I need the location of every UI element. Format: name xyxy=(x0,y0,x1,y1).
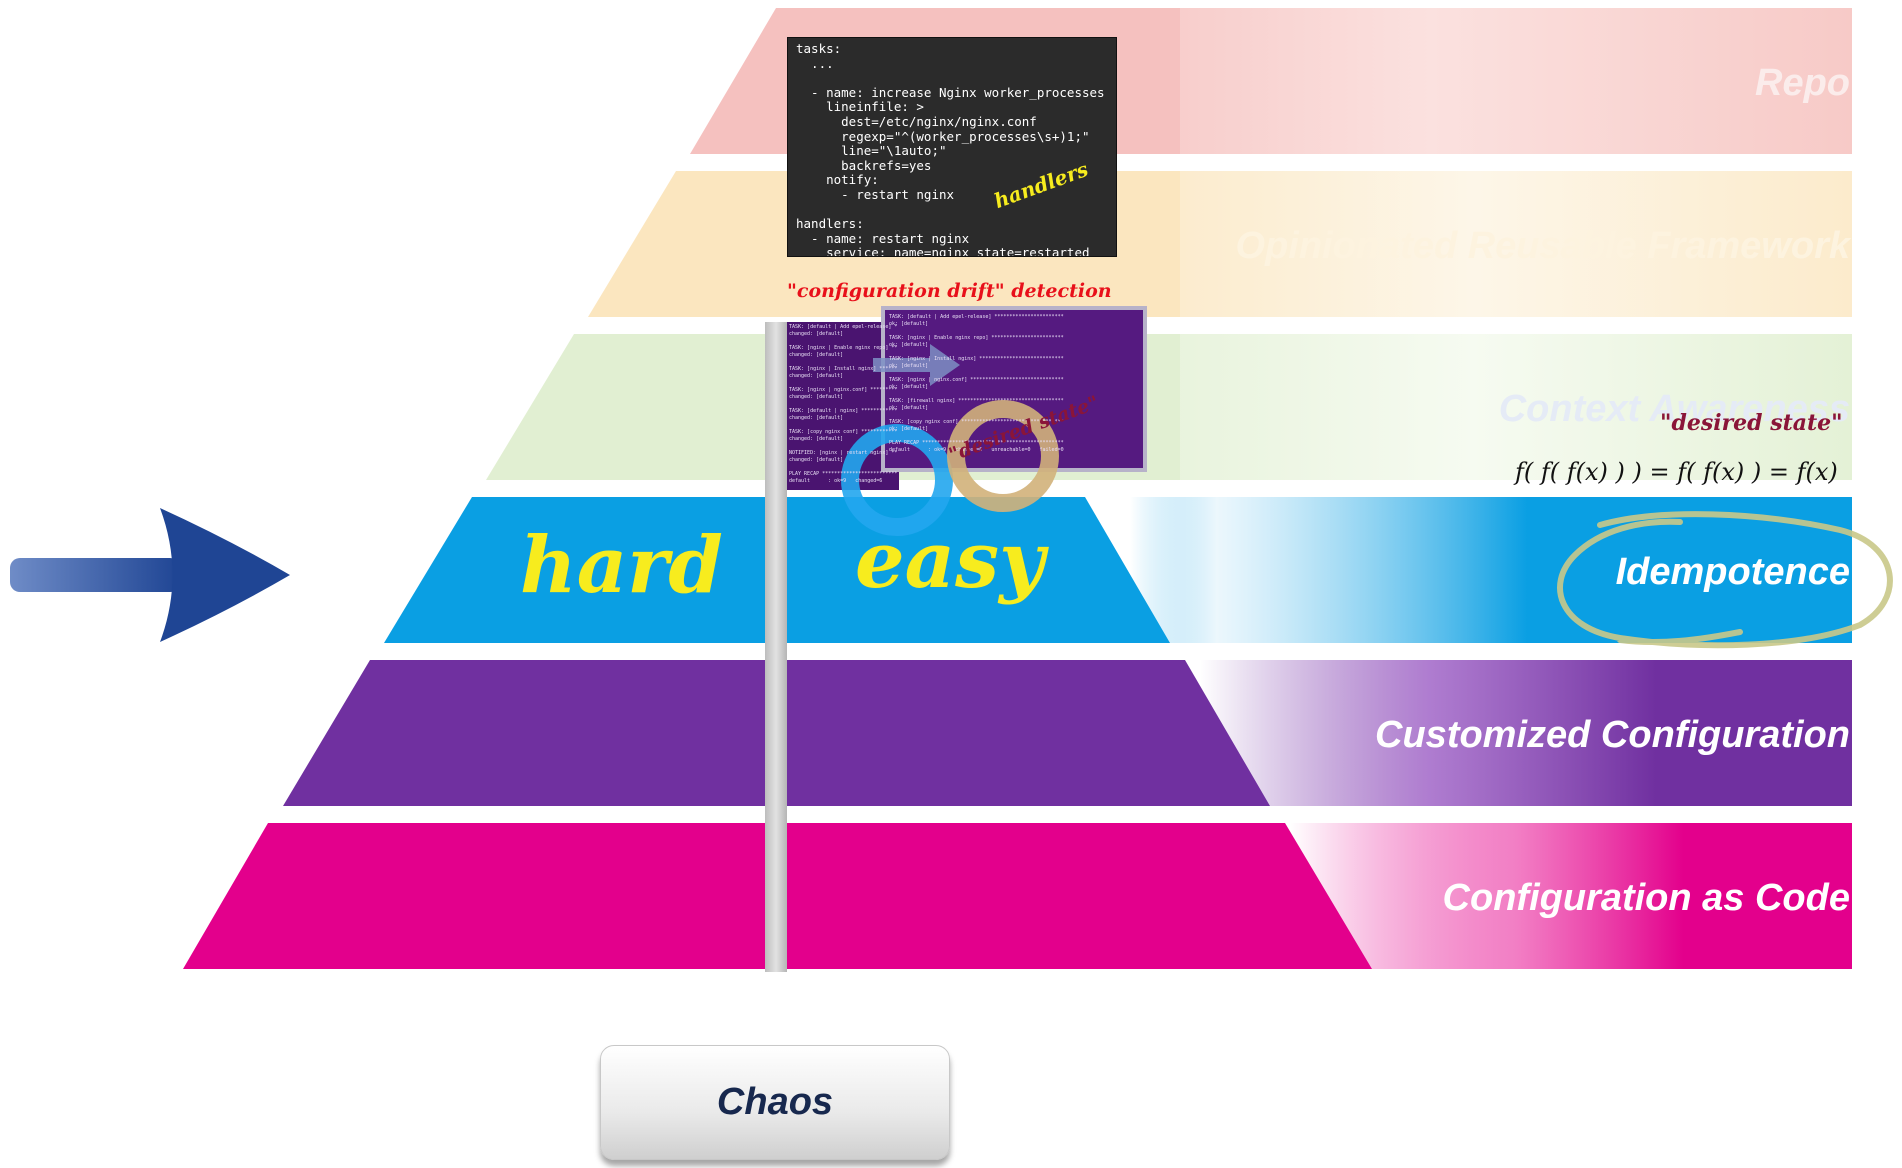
code-line: tasks: xyxy=(796,41,842,56)
terminal-line: NOTIFIED: [nginx | restart nginx] ***** xyxy=(789,450,897,456)
code-snippet: tasks: ... - name: increase Nginx worker… xyxy=(787,37,1117,257)
terminal-line: TASK: [default | Add epel-release] **** xyxy=(789,324,897,330)
code-line: service: name=nginx state=restarted xyxy=(796,245,1090,257)
terminal-line xyxy=(789,401,897,408)
terminal-line: ok: [default] xyxy=(889,405,929,411)
terminal-line: TASK: [nginx | nginx.conf] *************… xyxy=(889,377,1064,383)
terminal-line: changed: [default] xyxy=(789,373,844,379)
arrow-icon xyxy=(10,508,290,642)
terminal-line: changed: [default] xyxy=(789,457,844,463)
terminal-line: TASK: [copy nginx conf] *************** xyxy=(789,429,897,435)
terminal-line xyxy=(889,349,1141,356)
band-cac xyxy=(1290,823,1852,969)
code-line: line="\1auto;" xyxy=(796,143,947,159)
code-line: regexp="^(worker_processes\s+)1;" xyxy=(796,128,1090,144)
ring-blue xyxy=(841,424,953,536)
terminal-left-text: TASK: [default | Add epel-release] ****c… xyxy=(789,324,897,488)
easy-label: easy xyxy=(855,515,1045,606)
terminal-line: default : ok=9 changed=0 unreachable=0 f… xyxy=(889,447,1064,453)
terminal-line xyxy=(789,380,897,387)
code-line: - name: increase Nginx worker_processes xyxy=(796,84,1105,100)
label-customized: Customized Configuration xyxy=(1375,714,1850,756)
terminal-line: PLAY RECAP **************************** xyxy=(789,471,897,477)
code-line: lineinfile: > xyxy=(796,99,924,115)
label-repo: Repo xyxy=(1755,62,1850,104)
band-customized xyxy=(1200,660,1852,806)
ring-gold xyxy=(947,400,1059,512)
divider-pole xyxy=(765,322,787,972)
label-cac: Configuration as Code xyxy=(1442,877,1850,919)
terminal-line: ok: [default] xyxy=(889,384,929,390)
band-idempotence xyxy=(1130,497,1852,643)
terminal-left-bg xyxy=(787,322,899,490)
terminal-line xyxy=(889,328,1141,335)
terminal-line: ok: [default] xyxy=(889,426,929,432)
terminal-line: TASK: [copy nginx conf] ****************… xyxy=(889,419,1064,425)
code-line: handlers: xyxy=(796,216,864,232)
terminal-line: default : ok=9 changed=6 xyxy=(789,478,883,484)
terminal-line: ok: [default] xyxy=(889,321,929,327)
terminal-line xyxy=(789,422,897,429)
terminal-right-text: TASK: [default | Add epel-release] *****… xyxy=(889,314,1141,466)
terminal-line: TASK: [nginx | Enable nginx repo] ***** xyxy=(789,345,897,351)
idempotence-formula: f( f( f(x) ) ) = f( f(x) ) = f(x) xyxy=(1515,458,1838,486)
terminal-line xyxy=(789,359,897,366)
terminal-line xyxy=(889,391,1141,398)
drift-detection-label: "configuration drift" detection xyxy=(787,280,1112,302)
code-line: ... xyxy=(796,55,834,71)
chaos-label: Chaos xyxy=(716,1081,834,1123)
terminal-line: TASK: [nginx | Install nginx] ********* xyxy=(789,366,897,372)
code-line: backrefs=yes xyxy=(796,157,932,173)
code-line: notify: xyxy=(796,172,879,188)
terminal-line: TASK: [nginx | Install nginx] **********… xyxy=(889,356,1064,362)
terminal-line: changed: [default] xyxy=(789,352,844,358)
code-line: - name: restart nginx xyxy=(796,230,970,246)
label-idempotence: Idempotence xyxy=(1615,551,1850,593)
label-context: Context Awareness xyxy=(1498,388,1850,430)
terminal-line: TASK: [default | nginx] *************** xyxy=(789,408,897,414)
terminal-line: changed: [default] xyxy=(789,331,844,337)
code-line: - restart nginx xyxy=(796,186,955,202)
terminal-line: changed: [default] xyxy=(789,394,844,400)
code-line: dest=/etc/nginx/nginx.conf xyxy=(796,113,1037,129)
desired-state-label: "desired state" xyxy=(1660,410,1843,436)
terminal-line: changed: [default] xyxy=(789,415,844,421)
terminal-line: PLAY RECAP *****************************… xyxy=(889,440,1064,446)
label-framework: Opinionated Reusable Framework xyxy=(1235,225,1850,267)
terminal-right-bg xyxy=(881,306,1147,472)
terminal-line xyxy=(789,464,897,471)
terminal-line xyxy=(889,412,1141,419)
terminal-line xyxy=(889,370,1141,377)
terminal-line: TASK: [nginx | Enable nginx repo] ******… xyxy=(889,335,1064,341)
chaos-button[interactable]: Chaos xyxy=(600,1045,950,1160)
terminal-line: TASK: [nginx | nginx.conf] ************ xyxy=(789,387,897,393)
hard-label: hard xyxy=(520,520,723,611)
terminal-line: TASK: [default | Add epel-release] *****… xyxy=(889,314,1064,320)
drift-arrow-icon xyxy=(873,344,960,386)
terminal-line: changed: [default] xyxy=(789,436,844,442)
terminal-line: TASK: [firewall nginx] *****************… xyxy=(889,398,1064,404)
terminal-line: ok: [default] xyxy=(889,342,929,348)
scribble-circle xyxy=(1557,511,1893,649)
code-line xyxy=(796,71,1116,86)
terminal-line xyxy=(789,443,897,450)
terminal-line: ok: [default] xyxy=(889,363,929,369)
code-line xyxy=(796,203,1116,218)
terminal-line xyxy=(789,338,897,345)
